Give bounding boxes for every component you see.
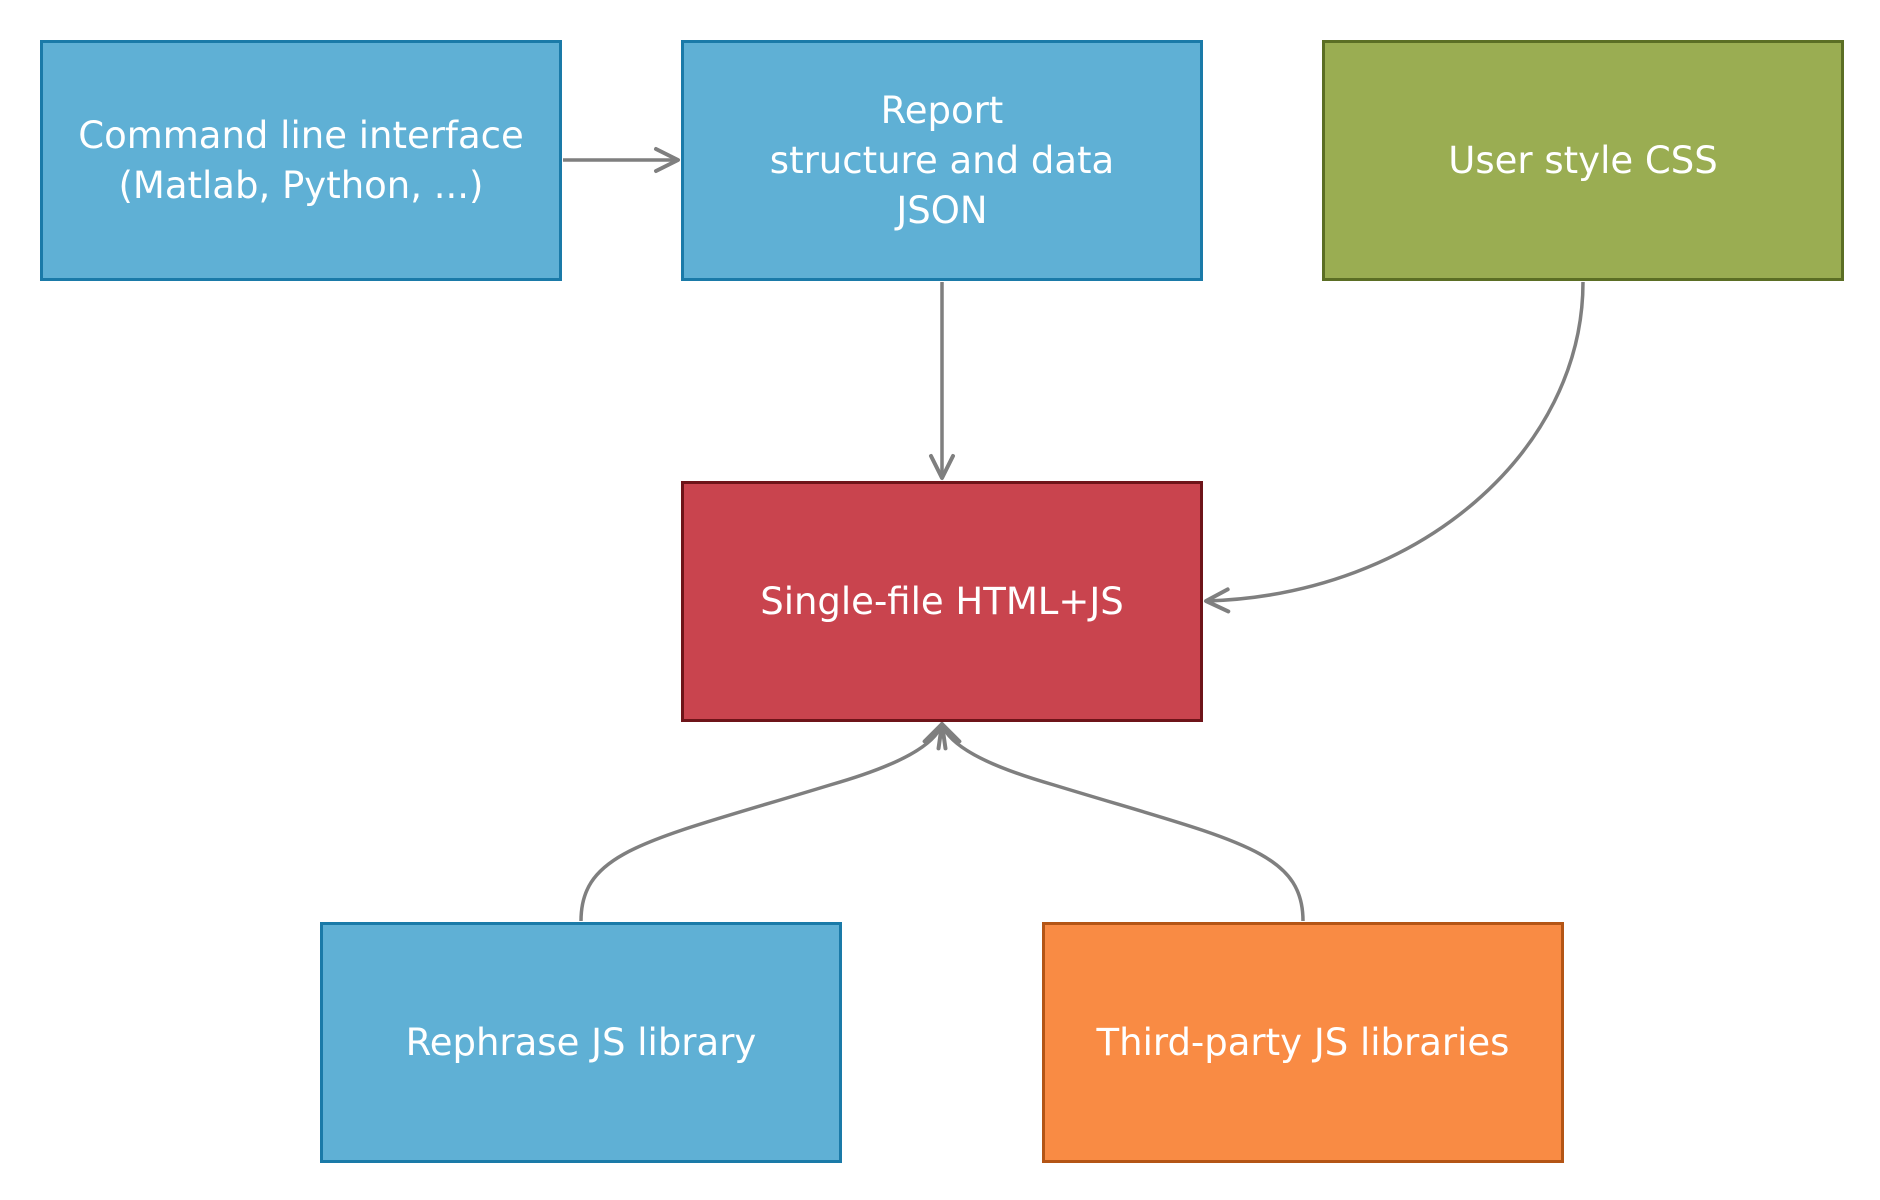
- report-json-label-line-3: JSON: [896, 188, 988, 232]
- single-file-html-js-label: Single-file HTML+JS: [760, 577, 1124, 627]
- report-json-label-line-1: Report: [880, 88, 1004, 132]
- third-party-js-libraries-label: Third-party JS libraries: [1097, 1018, 1510, 1068]
- third-party-js-libraries-box: Third-party JS libraries: [1042, 922, 1564, 1163]
- command-line-interface-label: Command line interface (Matlab, Python, …: [78, 111, 523, 211]
- command-line-interface-box: Command line interface (Matlab, Python, …: [40, 40, 562, 281]
- edge-thirdparty-to-output: [936, 722, 1305, 922]
- user-style-css-box: User style CSS: [1322, 40, 1844, 281]
- single-file-html-js-box: Single-file HTML+JS: [681, 481, 1203, 722]
- user-style-css-label: User style CSS: [1448, 136, 1717, 186]
- user-style-css-label-line-1: User style CSS: [1448, 138, 1718, 182]
- report-json-box: Report structure and data JSON: [681, 40, 1203, 281]
- rephrase-js-library-label: Rephrase JS library: [406, 1018, 757, 1068]
- edge-css-to-output: [1204, 281, 1585, 614]
- edge-rephrase-to-output: [579, 722, 948, 922]
- third-party-js-libraries-label-line-1: Third-party JS libraries: [1096, 1020, 1510, 1064]
- command-line-interface-label-line-1: Command line interface: [78, 113, 524, 157]
- report-json-label-line-2: structure and data: [769, 138, 1115, 182]
- single-file-html-js-label-line-1: Single-file HTML+JS: [760, 579, 1124, 623]
- command-line-interface-label-line-2: (Matlab, Python, ...): [118, 163, 484, 207]
- report-json-label: Report structure and data JSON: [770, 86, 1114, 236]
- rephrase-js-library-box: Rephrase JS library: [320, 922, 842, 1163]
- rephrase-js-library-label-line-1: Rephrase JS library: [405, 1020, 757, 1064]
